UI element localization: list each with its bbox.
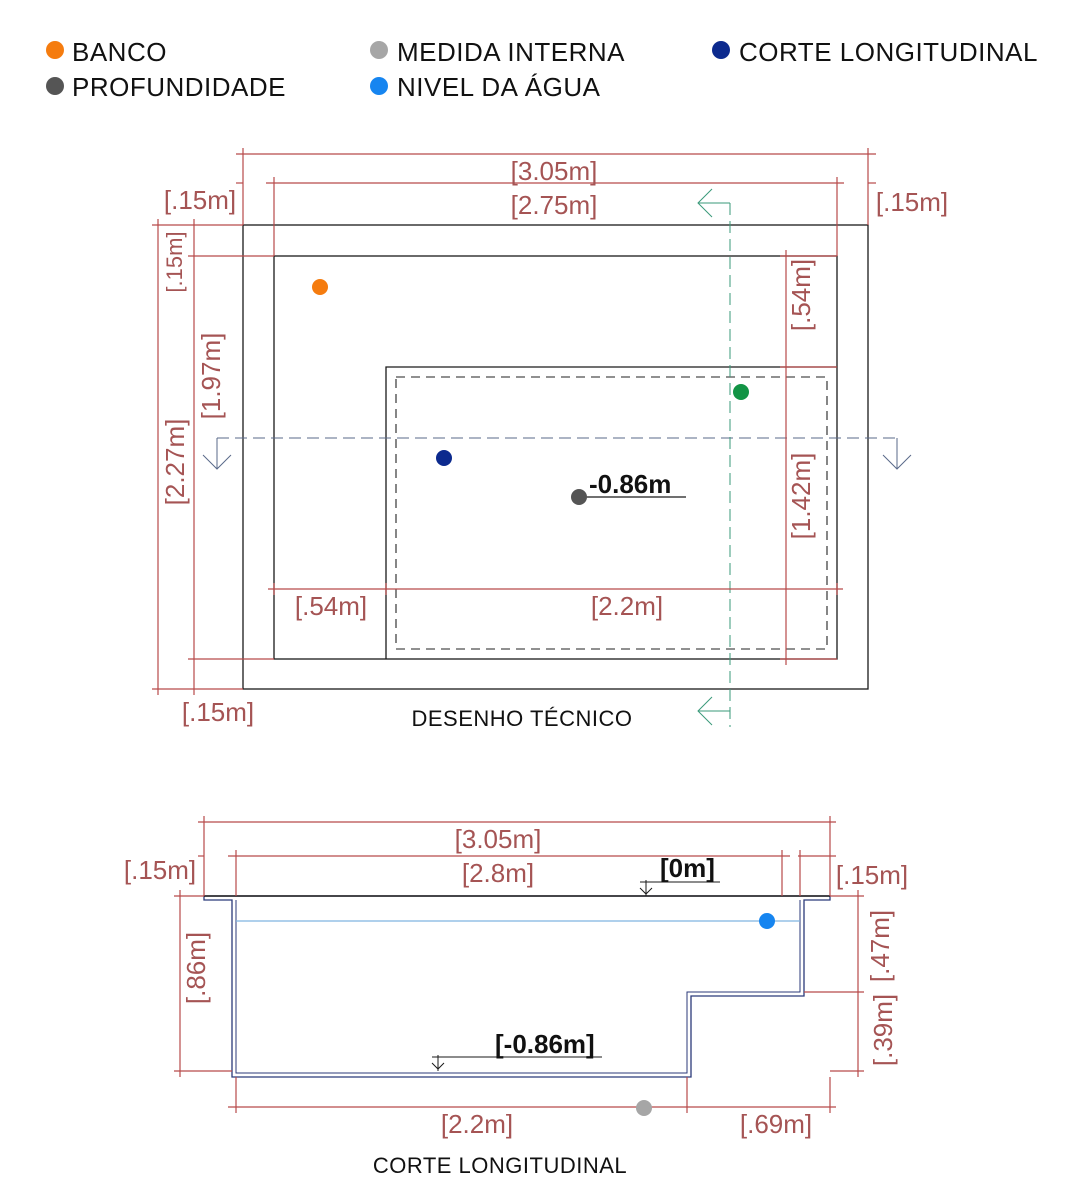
plan-depth-level: -0.86m: [589, 469, 671, 499]
plan-cut-arrow-right-icon: [882, 438, 912, 470]
legend-medida-interna-label: MEDIDA INTERNA: [397, 37, 625, 67]
plan-dim-bench-width: [.54m]: [295, 591, 367, 621]
plan-dim-wall-left: [.15m]: [164, 185, 236, 215]
section-pool-profile: [203, 895, 831, 1078]
legend-banco-label: BANCO: [72, 37, 167, 67]
section-dim-wall-right: [.15m]: [836, 860, 908, 890]
plan-dim-wall-right: [.15m]: [876, 187, 948, 217]
section-medida-interna-marker: [636, 1100, 652, 1116]
section-dim-wall-left: [.15m]: [124, 855, 196, 885]
legend-medida-interna-marker: [370, 41, 388, 59]
plan-dim-total-length: [2.27m]: [160, 419, 190, 506]
legend-corte-longitudinal-label: CORTE LONGITUDINAL: [739, 37, 1038, 67]
plan-bench-edge: [385, 366, 837, 659]
plan-dim-wall-bottom: [.15m]: [182, 697, 254, 727]
section-dim-bench-height: [.47m]: [865, 910, 895, 982]
section-dim-depth: [.86m]: [181, 932, 211, 1004]
section-level-top: [0m]: [660, 853, 715, 883]
plan-cut-arrow-bottom-icon: [697, 696, 730, 726]
plan-dim-deep-length: [1.42m]: [786, 453, 816, 540]
section-level-top-marker-icon: [639, 880, 720, 896]
plan-banco-marker: [312, 279, 328, 295]
plan-dimension-lines: [152, 148, 876, 695]
legend-nivel-agua-label: NIVEL DA ÁGUA: [397, 72, 601, 102]
plan-corte-longitudinal-marker: [436, 450, 452, 466]
plan-outer-outline: [242, 224, 869, 690]
section-dim-bench-width: [.69m]: [740, 1109, 812, 1139]
plan-caption: DESENHO TÉCNICO: [411, 706, 632, 731]
section-dim-total-width: [3.05m]: [455, 824, 542, 854]
legend-corte-longitudinal-marker: [712, 41, 730, 59]
section-dim-deep-width: [2.2m]: [441, 1109, 513, 1139]
section-caption: CORTE LONGITUDINAL: [373, 1153, 627, 1178]
legend-nivel-agua-marker: [370, 77, 388, 95]
section-level-bottom-marker-icon: [431, 1055, 602, 1071]
legend-profundidade-marker: [46, 77, 64, 95]
plan-cut-arrow-top-icon: [697, 188, 730, 218]
plan-dim-total-width: [3.05m]: [511, 156, 598, 186]
section-view: [0m] [-0.86m] [3.05m] [2.8m] [.15m] [.15…: [124, 816, 908, 1178]
section-level-bottom: [-0.86m]: [495, 1029, 595, 1059]
plan-dim-deep-width: [2.2m]: [591, 591, 663, 621]
legend: BANCO PROFUNDIDADE MEDIDA INTERNA NIVEL …: [46, 37, 1038, 102]
plan-deep-area-dashed: [395, 376, 828, 650]
section-dim-step-height: [.39m]: [868, 994, 898, 1066]
legend-banco-marker: [46, 41, 64, 59]
plan-dim-bench-depth: [.54m]: [786, 259, 816, 331]
section-dimension-lines: [174, 816, 864, 1113]
section-pool-profile-inner: [235, 900, 801, 1074]
plan-dim-inner-length: [1.97m]: [196, 333, 226, 420]
plan-inner-outline: [273, 255, 838, 660]
legend-profundidade-label: PROFUNDIDADE: [72, 72, 286, 102]
plan-view: [3.05m] [2.75m] [.15m] [.15m] [.15m] [.1…: [152, 148, 948, 731]
plan-green-marker: [733, 384, 749, 400]
plan-profundidade-marker: [571, 489, 587, 505]
plan-dim-inner-width: [2.75m]: [511, 190, 598, 220]
section-dim-inner-width: [2.8m]: [462, 858, 534, 888]
section-nivel-agua-marker: [759, 913, 775, 929]
plan-cut-arrow-left-icon: [202, 438, 232, 470]
plan-dim-wall-top: [.15m]: [162, 231, 187, 292]
